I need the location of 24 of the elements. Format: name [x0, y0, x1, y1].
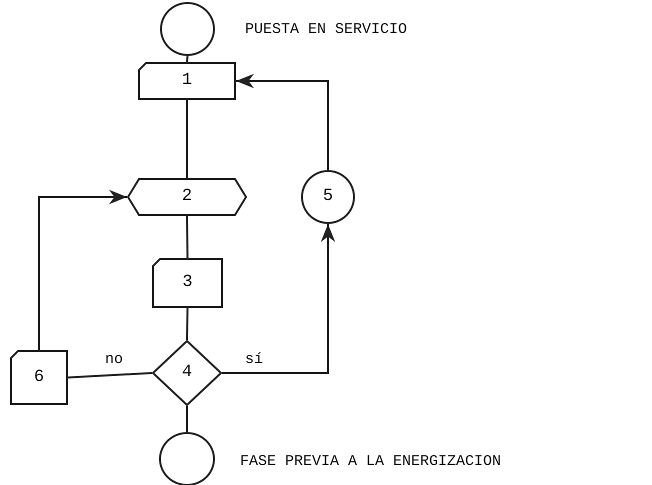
connector-line [68, 372, 152, 378]
step-number: 3 [182, 273, 193, 293]
preparation-hexagon [127, 178, 247, 216]
process-box [152, 258, 223, 308]
connector-line [186, 100, 188, 178]
process-box [138, 62, 236, 100]
step-number: 6 [34, 368, 44, 388]
decision-diamond [152, 340, 222, 406]
node-caption: FASE PREVIA A LA ENERGIZACION [240, 453, 502, 471]
arrow [222, 224, 336, 374]
step-number: 4 [182, 363, 192, 383]
connector-line [186, 216, 188, 258]
connector-line [186, 406, 188, 432]
step-number: 5 [322, 187, 334, 207]
step-number: 2 [182, 187, 192, 207]
arrow [236, 74, 329, 170]
step-number: 1 [182, 71, 192, 91]
node-caption: PUESTA EN SERVICIO [245, 21, 408, 39]
connector-line [186, 56, 188, 62]
process-box [10, 350, 68, 405]
connector-line [186, 308, 188, 340]
arrow [38, 190, 127, 350]
connector-circle [160, 2, 215, 56]
connector-circle [301, 170, 355, 224]
